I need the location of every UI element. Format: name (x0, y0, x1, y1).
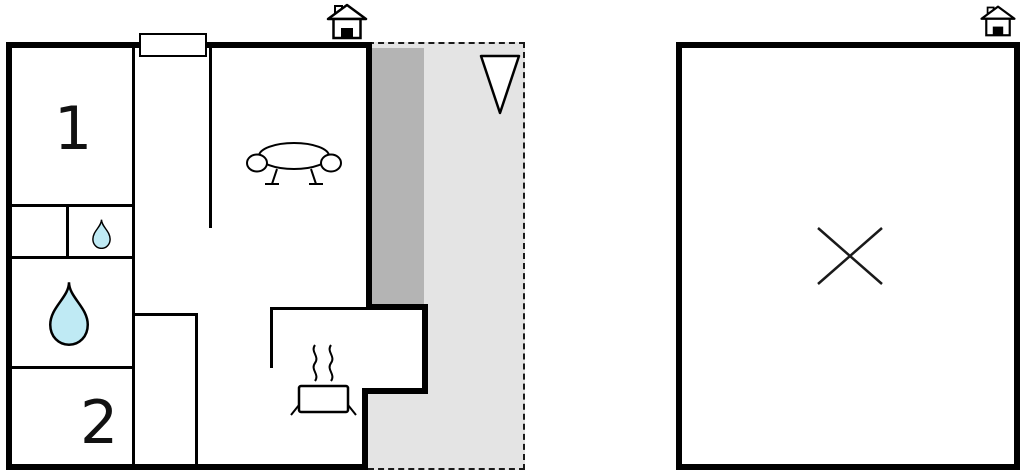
interior-wall-room1-bottom (6, 204, 135, 207)
house-icon (326, 3, 368, 40)
interior-wall-left-spine (132, 204, 135, 464)
sofa-icon (246, 142, 342, 185)
kitchen-nook-floor (368, 310, 422, 388)
exterior-wall-nook-bottom (362, 388, 428, 394)
interior-wall-kitchen-top (270, 307, 366, 310)
interior-wall-bath-bottom (6, 366, 135, 369)
north-arrow-icon (479, 54, 521, 115)
window-symbol (139, 33, 207, 57)
interior-wall-wc-divider (66, 204, 69, 259)
water-drop-small-icon (92, 219, 111, 249)
water-drop-large-icon (48, 282, 90, 346)
interior-wall-kitchen-left (270, 307, 273, 368)
covered-terrace-strip (372, 48, 424, 304)
x-mark-icon (817, 227, 883, 285)
interior-wall-wc-bottom (6, 256, 135, 259)
house-icon (980, 5, 1016, 37)
exterior-wall-right-lower (362, 388, 368, 470)
exterior-wall-nook-right (422, 304, 428, 394)
room-1-label: 1 (54, 94, 93, 164)
interior-wall-hall-right (209, 48, 212, 228)
interior-wall-closet-right (195, 313, 198, 464)
room-2-label: 2 (80, 388, 119, 458)
pot-with-steam-icon (290, 344, 357, 416)
interior-wall-room1-right (132, 48, 135, 204)
exterior-wall-strip-bottom (366, 304, 428, 310)
annex-outline (676, 42, 1020, 470)
exterior-wall-right-upper (366, 42, 372, 310)
exterior-wall-bottom (6, 464, 368, 470)
interior-wall-closet-top (132, 313, 198, 316)
